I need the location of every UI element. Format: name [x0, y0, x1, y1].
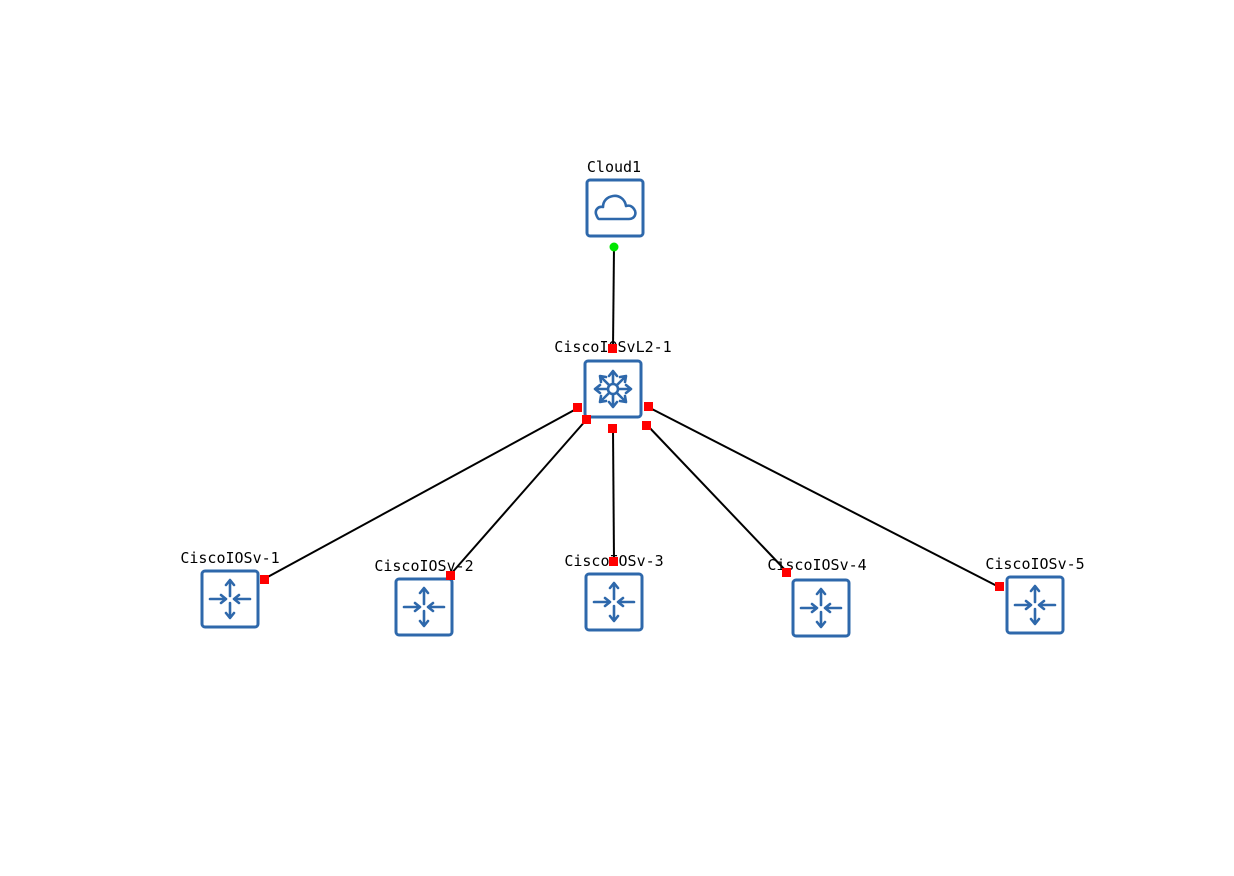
- router-icon: [799, 587, 843, 629]
- port-up-cloud1: [609, 242, 619, 252]
- port-down-switch1-r4: [642, 421, 651, 430]
- port-down-switch1-r3: [608, 424, 617, 433]
- node-r1[interactable]: CiscoIOSv-1: [180, 549, 280, 629]
- link-switch1-r5[interactable]: [647, 406, 1000, 588]
- node-box-switch1[interactable]: [583, 359, 643, 419]
- node-label-r1: CiscoIOSv-1: [180, 549, 279, 567]
- router-icon: [208, 578, 252, 620]
- node-label-r5: CiscoIOSv-5: [985, 555, 1084, 573]
- link-switch1-r3[interactable]: [612, 428, 615, 562]
- node-label-r4: CiscoIOSv-4: [767, 556, 866, 574]
- link-switch1-r2[interactable]: [449, 418, 588, 576]
- node-box-cloud1[interactable]: [585, 178, 645, 238]
- port-down-r5: [995, 582, 1004, 591]
- port-down-r1: [260, 575, 269, 584]
- port-down-switch1-uplink: [608, 344, 617, 353]
- links-layer: [263, 246, 1000, 588]
- router-icon: [402, 586, 446, 628]
- node-r5[interactable]: CiscoIOSv-5: [985, 555, 1085, 635]
- link-switch1-r1[interactable]: [263, 407, 579, 580]
- router-icon: [592, 581, 636, 623]
- node-label-r2: CiscoIOSv-2: [374, 557, 473, 575]
- port-down-switch1-r5: [644, 402, 653, 411]
- node-r4[interactable]: CiscoIOSv-4: [767, 556, 867, 638]
- link-switch1-r4[interactable]: [646, 424, 788, 573]
- port-down-switch1-r2: [582, 415, 591, 424]
- cloud-icon: [594, 194, 637, 221]
- node-cloud1[interactable]: Cloud1: [585, 158, 645, 238]
- port-down-switch1-r1: [573, 403, 582, 412]
- router-icon: [1013, 584, 1057, 626]
- node-label-cloud1: Cloud1: [587, 158, 641, 176]
- link-cloud1-switch1[interactable]: [612, 246, 615, 349]
- node-r2[interactable]: CiscoIOSv-2: [374, 557, 474, 637]
- node-box-r4[interactable]: [791, 578, 851, 638]
- port-down-r3: [609, 557, 618, 566]
- port-indicators: [260, 242, 1004, 591]
- node-box-r5[interactable]: [1005, 575, 1065, 635]
- switch-icon: [593, 369, 633, 409]
- node-box-r2[interactable]: [394, 577, 454, 637]
- node-box-r3[interactable]: [584, 572, 644, 632]
- port-down-r2: [446, 571, 455, 580]
- node-box-r1[interactable]: [200, 569, 260, 629]
- port-down-r4: [782, 568, 791, 577]
